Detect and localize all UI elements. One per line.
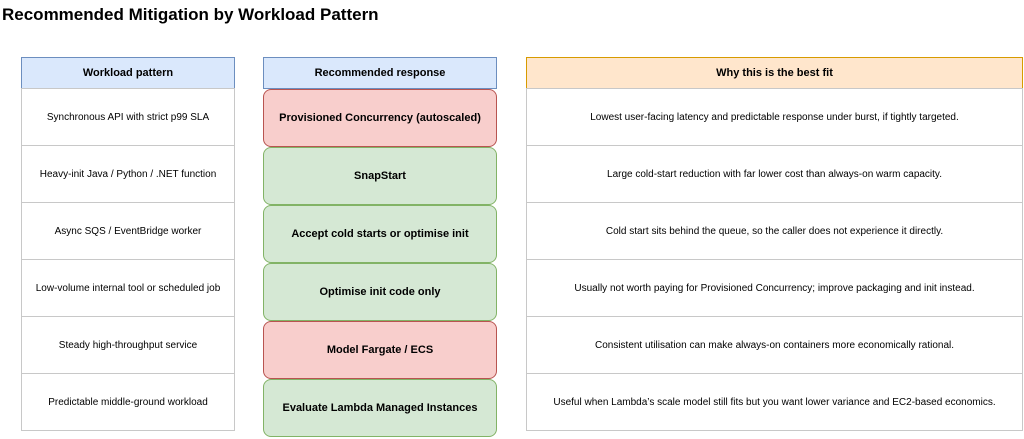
workload-pattern-column: Workload pattern Synchronous API with st… bbox=[21, 57, 235, 431]
pattern-cell: Synchronous API with strict p99 SLA bbox=[21, 88, 235, 146]
response-box: Model Fargate / ECS bbox=[263, 321, 497, 379]
reason-cell: Useful when Lambda’s scale model still f… bbox=[526, 373, 1023, 431]
reason-cell: Lowest user-facing latency and predictab… bbox=[526, 88, 1023, 146]
best-fit-column: Why this is the best fit Lowest user-fac… bbox=[526, 57, 1023, 431]
pattern-cell: Heavy-init Java / Python / .NET function bbox=[21, 145, 235, 203]
recommended-response-column: Recommended response Provisioned Concurr… bbox=[263, 57, 497, 437]
reason-cell: Usually not worth paying for Provisioned… bbox=[526, 259, 1023, 317]
response-box: Optimise init code only bbox=[263, 263, 497, 321]
pattern-cell: Predictable middle-ground workload bbox=[21, 373, 235, 431]
response-box: Accept cold starts or optimise init bbox=[263, 205, 497, 263]
response-box: Evaluate Lambda Managed Instances bbox=[263, 379, 497, 437]
response-box: Provisioned Concurrency (autoscaled) bbox=[263, 89, 497, 147]
reason-cell: Large cold-start reduction with far lowe… bbox=[526, 145, 1023, 203]
recommended-response-header: Recommended response bbox=[263, 57, 497, 89]
pattern-cell: Steady high-throughput service bbox=[21, 316, 235, 374]
reason-cell: Consistent utilisation can make always-o… bbox=[526, 316, 1023, 374]
best-fit-header: Why this is the best fit bbox=[526, 57, 1023, 89]
diagram-title: Recommended Mitigation by Workload Patte… bbox=[2, 5, 379, 24]
response-box: SnapStart bbox=[263, 147, 497, 205]
pattern-cell: Async SQS / EventBridge worker bbox=[21, 202, 235, 260]
workload-pattern-header: Workload pattern bbox=[21, 57, 235, 89]
pattern-cell: Low-volume internal tool or scheduled jo… bbox=[21, 259, 235, 317]
reason-cell: Cold start sits behind the queue, so the… bbox=[526, 202, 1023, 260]
